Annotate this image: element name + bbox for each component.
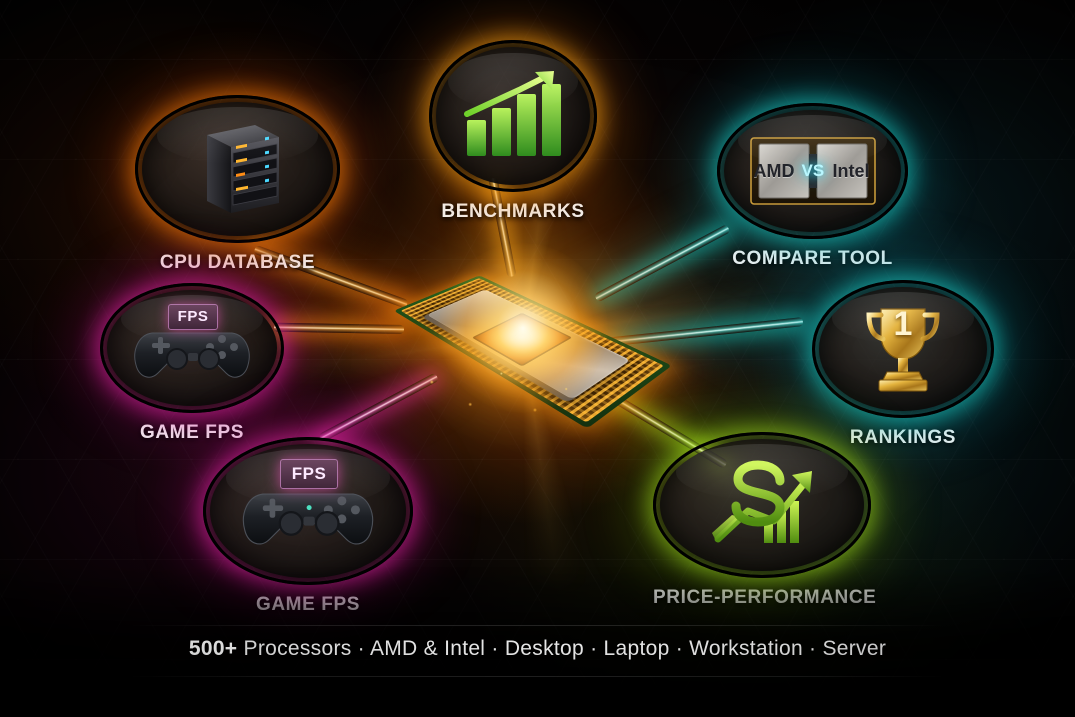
divider-top [130,625,945,626]
benchmarks-face [436,47,590,185]
trophy-number: 1 [893,305,913,343]
game-fps-lower-face: FPS [210,444,406,578]
server-rack-icon [195,121,281,217]
game-fps-upper-orb[interactable]: FPS [100,283,284,413]
fps-badge: FPS [168,304,218,330]
compare-chip-left-label: AMD [753,160,795,181]
cpu-database-face [142,102,333,236]
node-compare-tool[interactable]: AMD VS Intel COMPARE TOOL [717,103,908,270]
benchmarks-orb[interactable] [429,40,597,192]
tagline: 500+ Processors · AMD & Intel · Desktop … [0,637,1075,661]
compare-vs-label: VS [801,161,825,180]
chip-substrate [393,275,672,429]
game-fps-lower-orb[interactable]: FPS [203,437,413,585]
compare-tool-face: AMD VS Intel [724,110,901,232]
node-cpu-database[interactable]: CPU DATABASE [135,95,340,274]
compare-tool-label: COMPARE TOOL [732,248,893,269]
amd-vs-intel-icon: AMD VS Intel [749,132,877,210]
cpu-chip[interactable] [262,75,783,596]
cpu-database-orb[interactable] [135,95,340,243]
price-performance-orb[interactable] [653,432,871,578]
divider-bottom [130,676,945,677]
compare-chip-right-label: Intel [832,160,870,181]
gamepad-icon: FPS [238,459,378,553]
game-fps-upper-face: FPS [107,290,277,406]
rankings-face: 1 [819,287,987,411]
node-game-fps-upper[interactable]: FPS GAME FPS [100,283,284,444]
rankings-orb[interactable]: 1 [812,280,994,418]
compare-tool-orb[interactable]: AMD VS Intel [717,103,908,239]
node-rankings[interactable]: 1 RANKINGS [812,280,994,449]
tagline-rest: Processors · AMD & Intel · Desktop · Lap… [237,637,887,660]
tagline-count: 500+ [188,637,238,660]
trophy-icon: 1 [855,299,951,399]
gamepad-icon: FPS [130,304,254,385]
node-benchmarks[interactable]: BENCHMARKS [429,40,597,223]
bar-chart-growth-icon [459,68,567,164]
price-performance-face [660,439,864,571]
fps-badge: FPS [280,459,338,489]
dollar-growth-icon [702,455,822,555]
cpu-database-label: CPU DATABASE [159,252,316,273]
benchmarks-label: BENCHMARKS [441,201,585,222]
